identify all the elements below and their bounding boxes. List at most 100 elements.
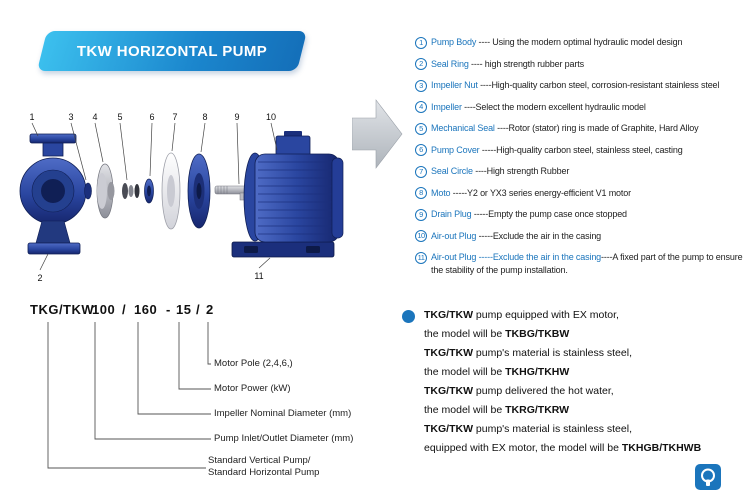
note-brand: TKG/TKW — [424, 309, 473, 321]
note-line: TKG/TKW pump's material is stainless ste… — [424, 344, 756, 363]
model-token-impeller: 160 — [134, 302, 158, 317]
part-name: Air-out Plug — [431, 230, 477, 241]
model-token-dash: - — [166, 302, 171, 317]
note-text: the model will be — [424, 328, 506, 340]
pump-cover-ring-part — [144, 178, 154, 204]
bracket-cover-part — [187, 153, 211, 229]
note-text: pump equipped with EX motor, — [473, 309, 619, 321]
note-line: the model will be TKRG/TKRW — [424, 401, 756, 420]
note-line: TKG/TKW pump delivered the hot water, — [424, 382, 756, 401]
part-name: Mechanical Seal — [431, 123, 495, 133]
model-token-inlet: 100 — [92, 302, 116, 317]
parts-list-item: 1 Pump Body ---- Using the modern optima… — [415, 36, 756, 49]
part-desc: ----A fixed part of the pump to ensure t… — [431, 252, 743, 275]
part-name: Pump Cover — [431, 144, 480, 155]
mechanical-seal-part — [122, 183, 140, 199]
part-desc: ---- Using the modern optimal hydraulic … — [476, 37, 683, 47]
item-number-icon: 8 — [415, 187, 427, 199]
part-callout: 9 — [234, 112, 239, 122]
item-number-icon: 9 — [415, 208, 427, 221]
note-line: TKG/TKW pump's material is stainless ste… — [424, 420, 756, 439]
title-banner: TKW HORIZONTAL PUMP — [37, 31, 307, 71]
part-name: Air-out Plug — [431, 252, 477, 262]
parts-list: 1 Pump Body ---- Using the modern optima… — [415, 36, 756, 286]
part-desc: ----High-quality carbon steel, corrosion… — [477, 80, 720, 90]
item-number-icon: 6 — [415, 144, 427, 156]
label-standard-horizontal: Standard Horizontal Pump — [208, 467, 320, 478]
parts-list-item: 3 Impeller Nut ----High-quality carbon s… — [415, 79, 756, 92]
note-code: TKHG/TKHW — [505, 366, 570, 378]
item-number-icon: 10 — [415, 230, 427, 242]
parts-list-item: 2 Seal Ring ---- high strength rubber pa… — [415, 58, 756, 71]
part-callout: 7 — [172, 112, 177, 122]
model-token-slash: / — [122, 302, 127, 317]
brand-logo — [695, 464, 721, 490]
note-bullet-icon — [402, 310, 415, 323]
label-motor-power: Motor Power (kW) — [214, 383, 291, 394]
parts-list-item: 10 Air-out Plug -----Exclude the air in … — [415, 230, 756, 243]
part-desc-blue: -----Exclude the air in the casing — [476, 252, 602, 262]
note-brand: TKG/TKW — [424, 385, 473, 397]
part-name: Seal Ring — [431, 58, 469, 69]
part-callout: 10 — [266, 112, 276, 122]
item-number-icon: 2 — [415, 58, 427, 70]
page-title: TKW HORIZONTAL PUMP — [76, 42, 268, 60]
item-number-icon: 11 — [415, 251, 427, 264]
part-desc: -----Y2 or YX3 series energy-efficient V… — [450, 187, 631, 198]
part-desc: ----High strength Rubber — [472, 166, 570, 176]
label-impeller-diameter: Impeller Nominal Diameter (mm) — [214, 408, 352, 419]
note-line: the model will be TKHG/TKHW — [424, 363, 756, 382]
part-callout: 3 — [68, 112, 73, 122]
note-text: the model will be — [424, 404, 506, 416]
note-text: pump's material is stainless steel, — [473, 423, 632, 435]
exploded-pump-diagram: 1 3 4 5 6 7 8 9 10 2 11 — [19, 112, 344, 283]
part-callout: 1 — [29, 112, 34, 122]
model-token-power: 15 — [176, 302, 192, 317]
part-callout: 4 — [92, 112, 97, 122]
note-code: TKRG/TKRW — [505, 404, 570, 416]
parts-list-item: 7 Seal Circle ----High strength Rubber — [415, 165, 756, 178]
model-token-slash: / — [196, 302, 201, 317]
item-number-icon: 4 — [415, 101, 427, 113]
note-text: equipped with EX motor, the model will b… — [424, 442, 622, 454]
impeller-nut-part — [84, 182, 92, 200]
part-desc: ----Select the modern excellent hydrauli… — [461, 101, 646, 112]
model-token-pole: 2 — [206, 302, 214, 317]
note-code: TKBG/TKBW — [505, 328, 570, 340]
note-text: pump delivered the hot water, — [473, 385, 614, 397]
label-inlet-outlet: Pump Inlet/Outlet Diameter (mm) — [214, 433, 354, 444]
item-number-icon: 5 — [415, 122, 427, 135]
note-brand: TKG/TKW — [424, 347, 473, 359]
note-brand: TKG/TKW — [424, 423, 473, 435]
impeller-part — [96, 163, 115, 219]
flow-arrow-icon — [352, 99, 403, 169]
item-number-icon: 3 — [415, 79, 427, 92]
brand-logo-icon — [701, 468, 715, 486]
note-line: equipped with EX motor, the model will b… — [424, 439, 756, 458]
label-motor-pole: Motor Pole (2,4,6,) — [214, 358, 293, 369]
model-notes: TKG/TKW pump equipped with EX motor, the… — [424, 306, 756, 458]
part-desc: ---- high strength rubber parts — [468, 58, 584, 69]
callout-leader-lines — [31, 122, 278, 271]
item-number-icon: 7 — [415, 165, 427, 178]
part-callout: 5 — [117, 112, 122, 122]
part-name: Pump Body — [431, 37, 477, 47]
model-code-breakdown: TKG/TKW 100 / 160 - 15 / 2 Motor Pole (2… — [0, 302, 400, 497]
motor-part — [231, 131, 344, 258]
part-callout: 11 — [254, 271, 263, 281]
part-desc: ----Rotor (stator) ring is made of Graph… — [494, 123, 699, 133]
parts-list-item: 11 Air-out Plug -----Exclude the air in … — [415, 251, 756, 277]
note-line: the model will be TKBG/TKBW — [424, 325, 756, 344]
note-text: pump's material is stainless steel, — [473, 347, 632, 359]
parts-list-item: 5 Mechanical Seal ----Rotor (stator) rin… — [415, 122, 756, 135]
part-callout: 2 — [37, 273, 42, 283]
model-code-lines — [47, 322, 211, 469]
part-name: Drain Plug — [431, 209, 472, 219]
part-name: Seal Circle — [431, 166, 473, 176]
parts-list-item: 4 Impeller ----Select the modern excelle… — [415, 101, 756, 114]
model-token-series: TKG/TKW — [30, 302, 95, 317]
item-number-icon: 1 — [415, 36, 427, 49]
seal-circle-part — [161, 152, 181, 230]
label-standard-vertical: Standard Vertical Pump/ — [208, 455, 311, 466]
part-name: Impeller Nut — [431, 80, 478, 90]
